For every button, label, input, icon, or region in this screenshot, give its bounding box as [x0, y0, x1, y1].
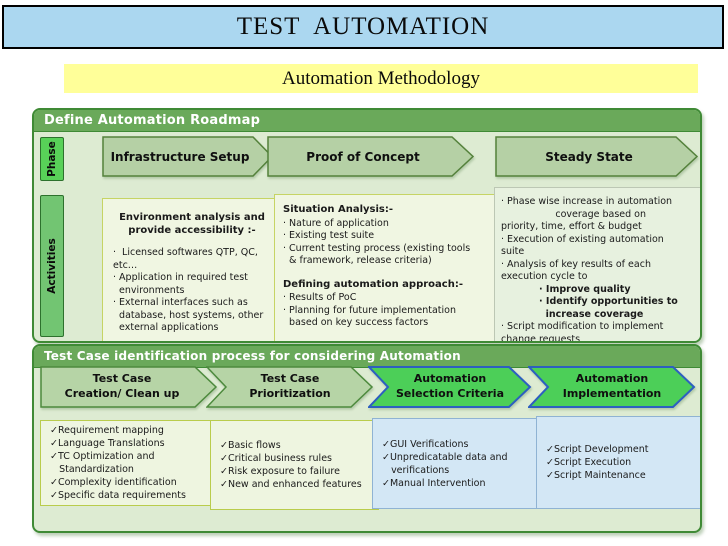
phase-step-infrastructure-setup: Infrastructure Setup — [102, 136, 274, 177]
activities-box-steady-state: · Phase wise increase in automation cove… — [494, 187, 700, 343]
chevron-shape — [528, 366, 696, 408]
chevron-shape — [267, 136, 475, 177]
checklist-creation-cleanup: ✓Requirement mapping ✓Language Translati… — [40, 420, 213, 506]
activities-box-poc: Situation Analysis:- · Nature of applica… — [274, 194, 496, 341]
activities-box-heading: Environment analysis and provide accessi… — [119, 212, 265, 236]
activities-box-bullets: · Nature of application · Existing test … — [283, 217, 471, 267]
spacer — [283, 268, 491, 279]
chevron-shape — [206, 366, 374, 408]
activities-row-label-text: Activities — [46, 238, 58, 294]
checklist-prioritization: ✓Basic flows ✓Critical business rules ✓R… — [210, 420, 379, 510]
activities-box-heading: Situation Analysis:- — [283, 204, 393, 215]
testcase-step-label: Automation Selection Criteria — [396, 372, 504, 400]
phase-step-label: Infrastructure Setup — [110, 149, 250, 164]
checklist-implementation: ✓Script Development ✓Script Execution ✓S… — [536, 416, 700, 509]
testcase-step-prioritization: Test Case Prioritization — [206, 366, 374, 408]
testcase-panel: Test Case identification process for con… — [32, 344, 702, 533]
checklist-items: ✓GUI Verifications ✓Unpredicatable data … — [382, 438, 508, 489]
phase-step-proof-of-concept: Proof of Concept — [267, 136, 475, 177]
phase-row-label: Phase — [40, 137, 64, 181]
slide-subtitle: Automation Methodology — [282, 67, 480, 89]
chevron-shape — [102, 136, 274, 177]
roadmap-panel: Define Automation Roadmap Phase Activiti… — [32, 108, 702, 343]
activities-box-heading: Defining automation approach:- — [283, 278, 463, 290]
checklist-items: ✓Basic flows ✓Critical business rules ✓R… — [220, 440, 362, 490]
testcase-step-label: Test Case Prioritization — [249, 372, 331, 400]
phase-row-label-text: Phase — [46, 141, 58, 177]
activities-box-infrastructure: Environment analysis and provide accessi… — [102, 198, 278, 341]
activities-box-bullets: · Script modification to implement chang… — [501, 321, 664, 343]
checklist-items: ✓Requirement mapping ✓Language Translati… — [50, 425, 186, 501]
testcase-step-selection-criteria: Automation Selection Criteria — [368, 366, 532, 408]
testcase-step-implementation: Automation Implementation — [528, 366, 696, 408]
activities-box-bullets: · Licensed softwares QTP, QC, etc… · App… — [113, 247, 264, 333]
activities-box-bullets: · Phase wise increase in automation cove… — [501, 196, 673, 282]
phase-step-label: Proof of Concept — [306, 149, 420, 164]
testcase-panel-header: Test Case identification process for con… — [34, 346, 700, 368]
subtitle-bar: Automation Methodology — [64, 64, 698, 93]
activities-box-bullets: · Results of PoC · Planning for future i… — [283, 292, 457, 328]
phase-step-steady-state: Steady State — [495, 136, 699, 177]
activities-box-bold-bullets: · Improve quality · Identify opportuniti… — [539, 283, 678, 320]
roadmap-panel-header: Define Automation Roadmap — [34, 110, 700, 132]
title-bar: TEST AUTOMATION — [2, 5, 724, 49]
testcase-step-label: Automation Implementation — [562, 372, 662, 400]
chevron-shape — [40, 366, 218, 408]
testcase-step-creation-cleanup: Test Case Creation/ Clean up — [40, 366, 218, 408]
chevron-shape — [495, 136, 699, 177]
testcase-step-label: Test Case Creation/ Clean up — [64, 372, 180, 400]
checklist-items: ✓Script Development ✓Script Execution ✓S… — [546, 444, 649, 481]
chevron-shape — [368, 366, 532, 408]
activities-row-label: Activities — [40, 195, 64, 337]
slide-title: TEST AUTOMATION — [236, 13, 490, 40]
checklist-selection-criteria: ✓GUI Verifications ✓Unpredicatable data … — [372, 418, 539, 509]
phase-step-label: Steady State — [545, 149, 633, 164]
